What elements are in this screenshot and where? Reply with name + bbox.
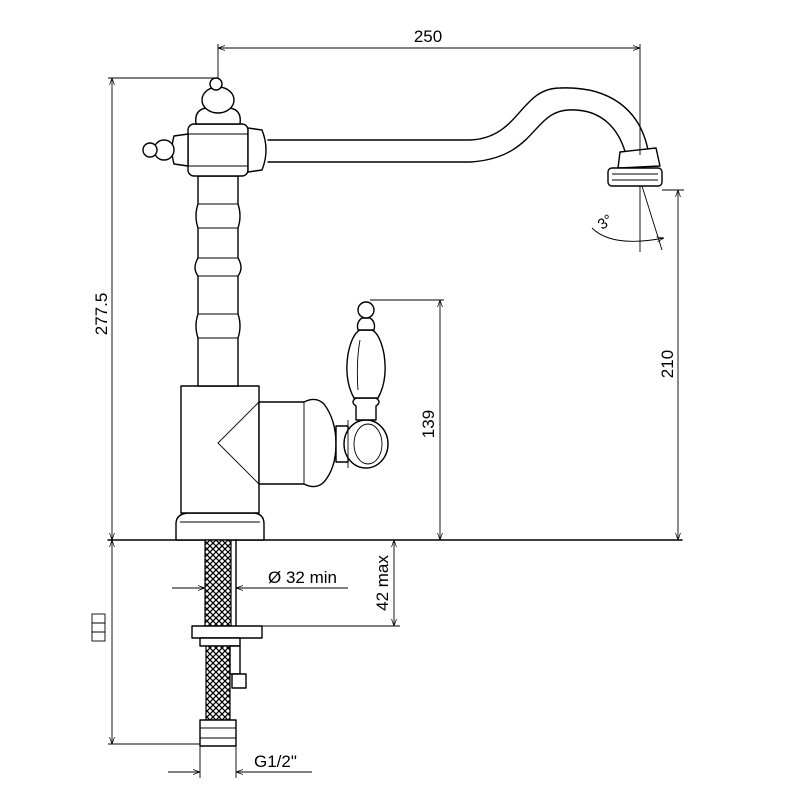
dim-spout-reach: 250 (217, 27, 641, 155)
hose-length-boxes (91, 613, 106, 642)
dim-spout-height-label: 210 (658, 350, 677, 378)
dim-hose-length (91, 540, 200, 745)
dim-handle-height: 139 (370, 299, 444, 540)
dim-deck-thickness: 42 max (262, 540, 400, 627)
dim-hole-diameter-label: Ø 32 min (268, 568, 337, 587)
dim-total-height: 277.5 (92, 77, 216, 540)
mounting-shank (191, 539, 263, 747)
dim-total-height-label: 277.5 (92, 293, 111, 336)
dim-hole-diameter: Ø 32 min (172, 568, 348, 588)
dim-spout-height: 210 (658, 189, 684, 540)
lever-handle (217, 301, 389, 488)
dim-deck-thickness-label: 42 max (373, 555, 392, 611)
spout (267, 87, 663, 187)
dim-connection-label: G1/2" (254, 752, 297, 771)
dim-handle-height-label: 139 (419, 410, 438, 438)
dim-spout-reach-label: 250 (414, 27, 442, 46)
dim-spout-angle: 3° (591, 185, 664, 252)
dim-connection: G1/2" (168, 746, 312, 778)
dim-spout-angle-label: 3° (595, 211, 617, 233)
faucet-body (142, 77, 267, 541)
